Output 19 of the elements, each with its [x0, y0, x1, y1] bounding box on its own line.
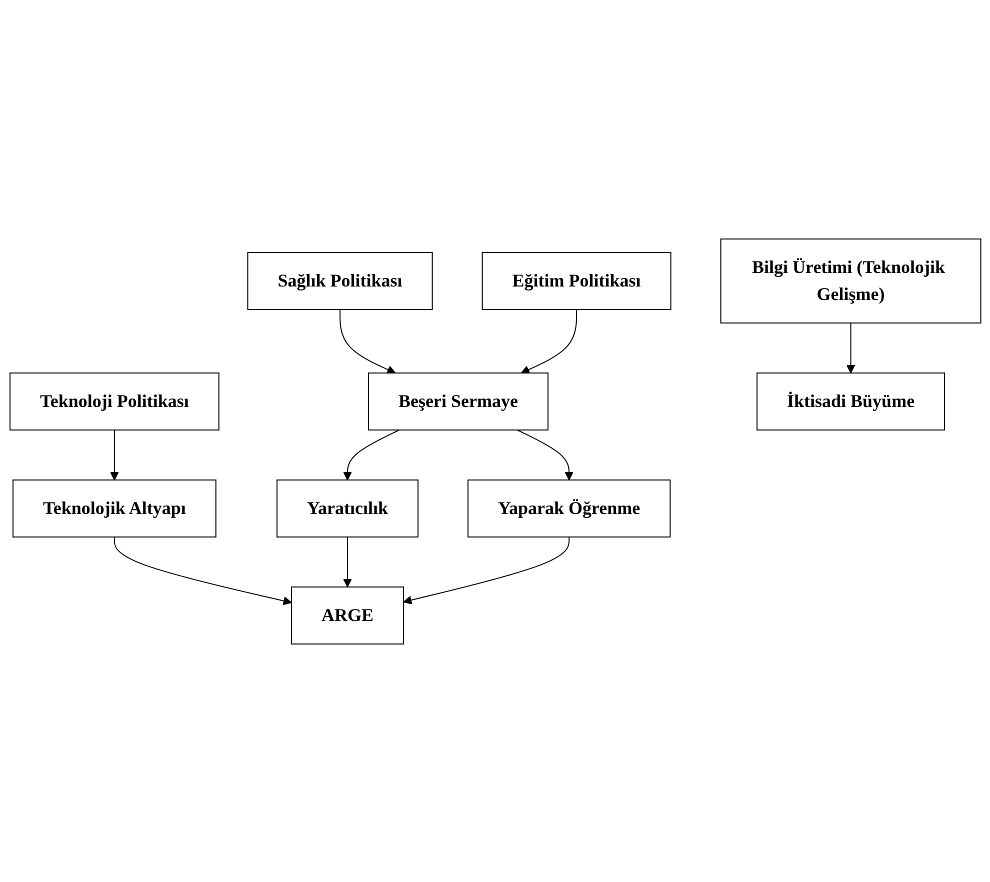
- node-box: Teknolojik Altyapı: [12, 479, 216, 537]
- arrow: [114, 536, 292, 605]
- arrow: [342, 429, 400, 480]
- node-box: İktisadi Büyüme: [756, 372, 945, 430]
- arrow: [846, 322, 855, 373]
- node-box: Yaratıcılık: [276, 479, 418, 537]
- arrow: [520, 308, 577, 374]
- arrow: [402, 536, 570, 604]
- arrow: [110, 429, 118, 480]
- arrow: [516, 429, 574, 480]
- node-box: Beşeri Sermaye: [368, 372, 548, 430]
- arrow: [339, 308, 396, 374]
- node-box: Eğitim Politikası: [481, 252, 671, 310]
- node-box: Bilgi Üretimi (Teknolojik Gelişme): [720, 238, 981, 323]
- node-box: ARGE: [290, 586, 404, 644]
- node-box: Sağlık Politikası: [246, 252, 432, 310]
- arrow: [342, 536, 352, 587]
- node-box: Yaparak Öğrenme: [467, 479, 670, 537]
- node-box: Teknoloji Politikası: [9, 372, 219, 430]
